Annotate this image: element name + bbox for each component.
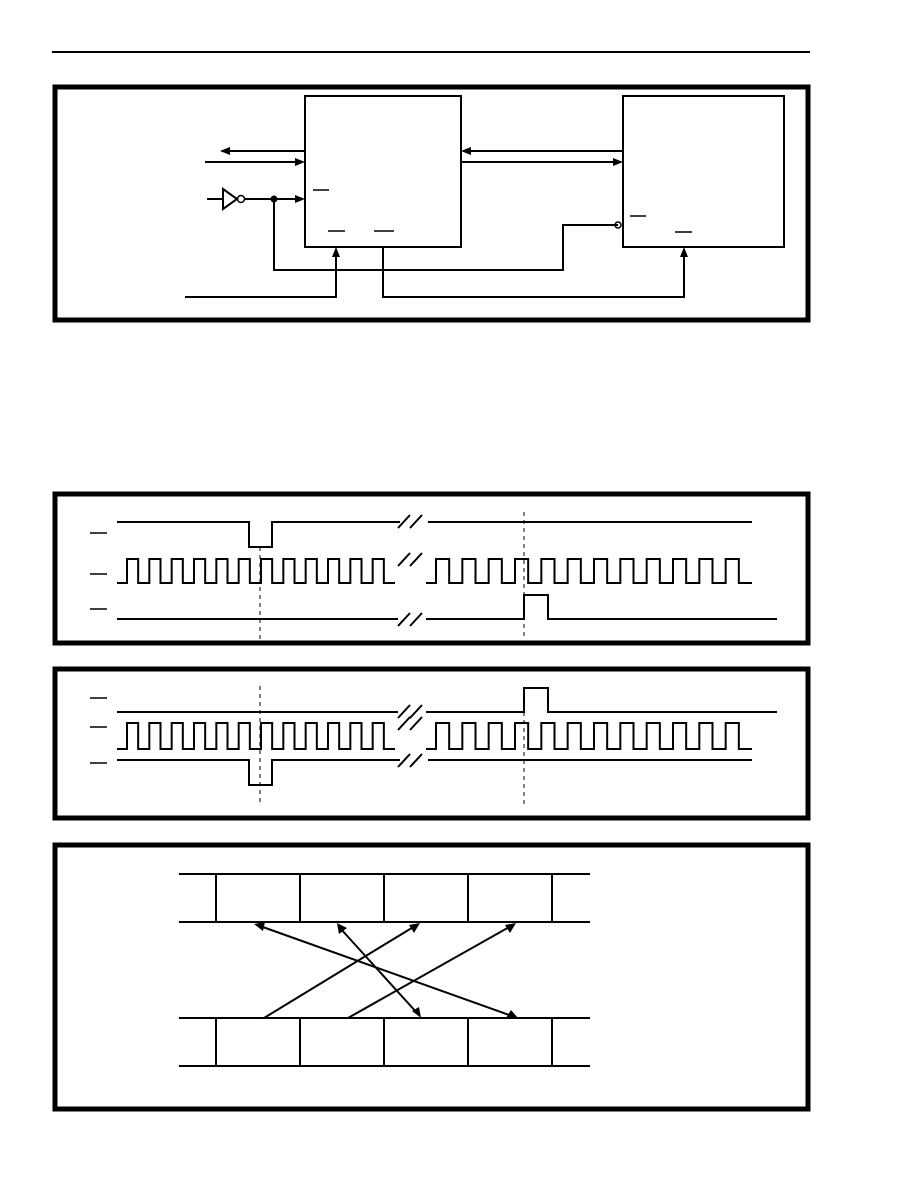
crossover-arrow xyxy=(259,925,513,1017)
external-input-line xyxy=(185,251,337,298)
clock-waveform-segment-1 xyxy=(117,558,395,584)
signal-3-waveform xyxy=(426,594,777,620)
bottom-row-dividers xyxy=(215,1018,553,1066)
arrow-right-icon xyxy=(295,158,305,166)
arrow-head-icon xyxy=(409,923,420,933)
clock-waveform-segment-1 xyxy=(117,722,395,750)
figure-1-block-diagram xyxy=(52,84,811,323)
left-block xyxy=(304,95,462,248)
figure-3-timing-diagram xyxy=(52,666,811,821)
arrow-head-icon xyxy=(412,1007,421,1018)
input-bubble-icon xyxy=(614,221,622,229)
figure-4-data-crossover xyxy=(52,842,811,1112)
figure-4-frame xyxy=(52,842,811,1112)
crossover-arrow xyxy=(339,927,419,1015)
arrow-left-icon xyxy=(220,147,230,155)
break-mark-icon xyxy=(397,704,423,768)
crossover-arrow xyxy=(263,925,416,1019)
arrow-left-icon xyxy=(461,147,471,155)
top-row-dividers xyxy=(215,874,553,922)
figure-3-frame xyxy=(52,666,811,821)
clock-waveform-segment-2 xyxy=(426,558,752,584)
figure-1-frame xyxy=(52,84,811,323)
arrow-head-icon xyxy=(254,922,265,931)
inverter-gate-icon xyxy=(222,187,239,211)
clock-route-line xyxy=(273,199,618,271)
signal-1-waveform xyxy=(117,521,400,548)
arrow-right-icon xyxy=(295,195,305,203)
figure-2-frame xyxy=(52,491,811,646)
arrow-up-icon xyxy=(332,247,340,257)
break-mark-icon xyxy=(397,514,423,627)
crossover-arrow xyxy=(347,925,512,1019)
figure-2-timing-diagram xyxy=(52,491,811,646)
block-link-line xyxy=(382,247,685,298)
arrow-head-icon xyxy=(506,1010,518,1018)
arrow-head-icon xyxy=(505,923,516,933)
arrow-up-icon xyxy=(680,247,688,257)
clock-waveform-segment-2 xyxy=(426,722,752,750)
arrow-right-icon xyxy=(613,158,623,166)
arrow-head-icon xyxy=(337,923,347,934)
signal-3-waveform xyxy=(117,759,400,786)
inverter-bubble-icon xyxy=(236,194,246,204)
right-block xyxy=(622,95,785,248)
signal-1-waveform xyxy=(426,687,777,713)
